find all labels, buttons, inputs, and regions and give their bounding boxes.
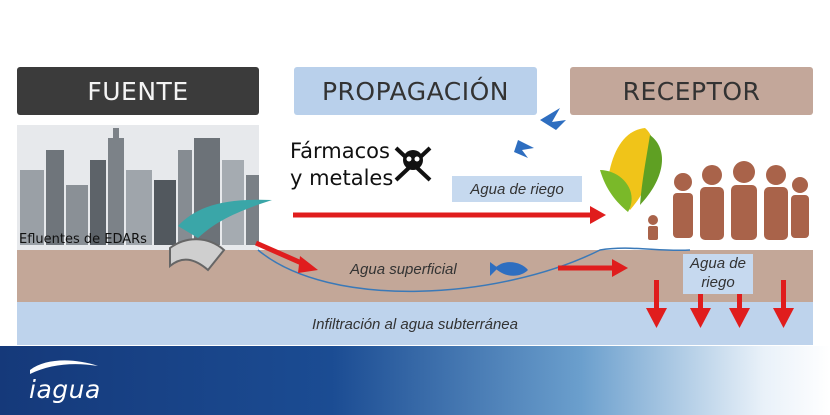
agua-riego-right-line2: riego: [701, 274, 735, 291]
efluentes-label: Efluentes de EDARs: [19, 232, 147, 247]
iagua-brand[interactable]: iagua: [29, 375, 101, 404]
soil-layer: [17, 250, 813, 302]
skull-crossbones-icon: [394, 146, 432, 182]
iagua-wave-logo-icon: [30, 360, 98, 374]
header-propagacion-label: PROPAGACIÓN: [321, 76, 509, 106]
agua-riego-right-line1: Agua de: [690, 255, 746, 272]
farmacos-label: Fármacos y metales: [290, 138, 393, 192]
header-receptor: RECEPTOR: [570, 67, 813, 115]
farmacos-label-line2: y metales: [290, 166, 394, 190]
header-propagacion: PROPAGACIÓN: [294, 67, 537, 115]
agua-riego-top-label: Agua de riego: [452, 176, 582, 202]
surface-water-stream: [257, 247, 691, 292]
arrows-infiltration: [646, 280, 794, 328]
agua-superficial-label: Agua superficial: [350, 261, 457, 278]
people-icon: [648, 161, 809, 240]
arrow-surface-to-receptor: [558, 259, 628, 277]
arrow-to-receptor: [293, 206, 606, 224]
city-skyline-icon: [17, 125, 259, 250]
fish-icon: [490, 262, 528, 276]
outfall-pipe-icon: [169, 199, 272, 272]
groundwater-layer: [17, 302, 813, 345]
agua-riego-right-label: Agua de riego: [683, 254, 753, 294]
farmacos-label-line1: Fármacos: [290, 139, 390, 163]
agua-riego-top-text: Agua de riego: [470, 180, 564, 198]
footer-banner: [0, 346, 830, 415]
header-fuente-label: FUENTE: [87, 76, 189, 106]
header-receptor-label: RECEPTOR: [622, 76, 761, 106]
corn-icon: [600, 128, 663, 212]
birds-icon: [514, 108, 566, 158]
header-fuente: FUENTE: [17, 67, 259, 115]
infiltracion-label: Infiltración al agua subterránea: [312, 316, 518, 333]
diagram-scene: [17, 108, 809, 328]
arrow-to-surface-water: [254, 240, 318, 273]
